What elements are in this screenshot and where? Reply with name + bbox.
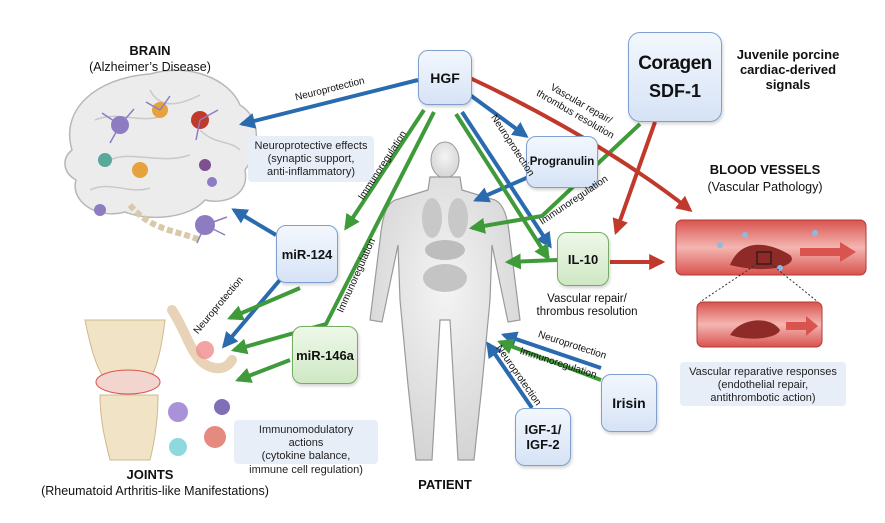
neuro-note-line3: anti-inflammatory) — [266, 166, 356, 179]
vascular-note-line2: (endothelial repair, — [717, 379, 809, 392]
progranulin-node: Progranulin — [526, 136, 598, 188]
irisin-node: Irisin — [601, 374, 657, 432]
coragen-logo: Coragen — [638, 52, 712, 74]
immune-cells — [168, 399, 230, 456]
il10-caption: Vascular repair/ thrombus resolution — [530, 293, 644, 319]
patient-body — [369, 141, 521, 461]
vascular-note-line3: antithrombotic action) — [710, 392, 816, 405]
il10-caption-line2: thrombus resolution — [536, 306, 638, 319]
igf-node: IGF-1/ IGF-2 — [515, 408, 571, 466]
joint-illustration — [84, 305, 237, 461]
blood-vessels-title: BLOOD VESSELS — [709, 162, 821, 177]
il10-caption-line1: Vascular repair/ — [547, 293, 627, 305]
hgf-node: HGF — [418, 50, 472, 105]
irisin-label: Irisin — [612, 395, 646, 411]
vascular-note-line1: Vascular reparative responses — [689, 366, 837, 378]
mir146a-node: miR-146a — [292, 326, 358, 384]
source-description: Juvenile porcine cardiac-derived signals — [728, 47, 848, 93]
il10-node: IL-10 — [557, 232, 609, 286]
source-description-line1: Juvenile porcine — [736, 47, 840, 62]
progranulin-label: Progranulin — [529, 156, 595, 168]
hgf-label: HGF — [430, 69, 460, 86]
mir124-label: miR-124 — [281, 246, 333, 262]
vascular-reparative-note: Vascular reparative responses (endotheli… — [680, 362, 846, 406]
source-description-line2: cardiac-derived — [739, 61, 837, 77]
coragen-sdf1-node: Coragen SDF-1 — [628, 32, 722, 122]
neuron-cells — [94, 95, 228, 244]
immuno-note-line3: immune cell regulation) — [249, 463, 363, 476]
joints-title: JOINTS — [126, 467, 174, 482]
patient-title: PATIENT — [418, 477, 472, 492]
mir124-node: miR-124 — [276, 225, 338, 283]
brain-title: BRAIN — [129, 43, 171, 58]
igf-label-line1: IGF-1/ — [524, 422, 562, 437]
blood-vessel-illustration — [675, 219, 867, 348]
immuno-note-line2: (cytokine balance, — [261, 450, 351, 463]
immunomodulatory-note: Immunomodulatory actions (cytokine balan… — [234, 420, 378, 476]
brain-subtitle: (Alzheimer’s Disease) — [89, 60, 211, 74]
neuroprotective-effects-note: Neuroprotective effects (synaptic suppor… — [248, 136, 374, 182]
blood-vessels-subtitle: (Vascular Pathology) — [707, 180, 823, 194]
joints-subtitle: (Rheumatoid Arthritis-like Manifestation… — [41, 484, 269, 498]
source-description-line3: signals — [765, 76, 811, 92]
immuno-note-line1: Immunomodulatory actions — [258, 424, 354, 450]
mir146a-label: miR-146a — [296, 347, 354, 363]
brain-illustration — [64, 69, 258, 244]
il10-label: IL-10 — [567, 251, 599, 267]
sdf1-label: SDF-1 — [648, 80, 701, 101]
igf-label-line2: IGF-2 — [526, 437, 560, 452]
neuro-note-line1: Neuroprotective effects — [254, 140, 368, 152]
neuro-note-line2: (synaptic support, — [267, 153, 355, 166]
